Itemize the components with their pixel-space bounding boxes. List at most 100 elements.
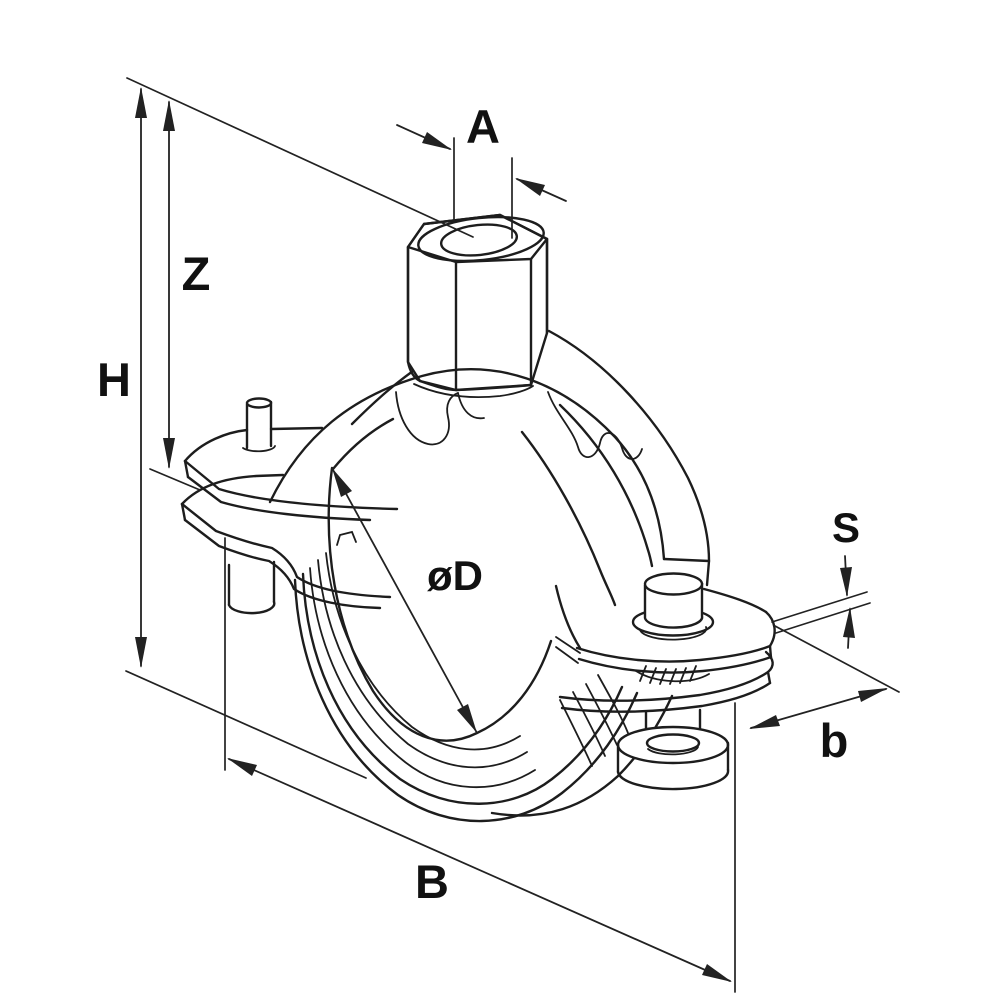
lower-plate-front-edge (180, 502, 392, 599)
top-extension-line (126, 77, 474, 238)
b-arrow-left (749, 715, 780, 729)
overall-width-arrow-right (702, 964, 732, 982)
dim-label-A: A (466, 100, 500, 153)
a-arrow-right (515, 178, 545, 196)
clamp-body (180, 213, 776, 823)
lower-band-inner-edge (301, 572, 624, 805)
dim-overall-width: B (227, 758, 732, 982)
bolt-head-top (643, 572, 704, 596)
z-arrow-top (163, 100, 175, 131)
bottom-extension-line (125, 670, 367, 779)
dim-band-width: b (749, 688, 888, 767)
rubber-saddle-profile (336, 391, 643, 546)
right-lower-plate-front-edge (558, 670, 770, 702)
lower-plate-rear-edge (180, 473, 285, 506)
lower-band-rear-outer-edge (490, 694, 674, 817)
d-arrow-bottom (457, 704, 477, 733)
dim-pipe-diameter: øD (331, 467, 483, 734)
right-upper-plate-front-edge (575, 644, 772, 663)
upper-band-inner-edge-left (331, 417, 395, 471)
rubber-wave-right (547, 391, 643, 460)
serration-curve (635, 670, 710, 683)
wrap-rib-4 (597, 674, 629, 734)
bore-front-rim (327, 466, 553, 742)
h-arrow-bottom (135, 637, 147, 668)
wrap-rib-3 (585, 683, 618, 746)
right-flange (555, 572, 776, 791)
screw-stub-top (245, 397, 273, 409)
washer-bore (645, 733, 701, 753)
upper-rubber-edge-right (520, 430, 617, 607)
s-lower-extension-line (775, 602, 871, 634)
upper-band-inner-edge-right (558, 403, 654, 568)
screw-head-bottom (227, 600, 276, 615)
right-lower-plate-bottom-edge (560, 681, 772, 713)
right-plate-left-edge (555, 636, 581, 664)
saddle-plate-edge (413, 383, 534, 398)
z-bottom-extension-line (149, 468, 201, 491)
upper-band-rear-edges (350, 329, 711, 563)
rubber-rib-2 (317, 559, 528, 769)
dim-label-Z: Z (182, 247, 211, 300)
hex-boss-body (406, 213, 549, 392)
right-upper-plate-bottom-edge (577, 655, 773, 674)
screw-stub-collar (242, 445, 276, 453)
right-lower-plate-tip (764, 650, 774, 685)
lower-band (293, 466, 674, 823)
hex-boss-edge-left (406, 245, 422, 383)
upper-plate-tip-edge (183, 459, 190, 479)
width-b-extension-line (774, 625, 900, 693)
dim-total-height: H (97, 87, 147, 668)
rubber-wave-left2 (457, 392, 485, 420)
dim-material-thickness: S (832, 504, 860, 649)
upper-plate-front-edge (183, 459, 399, 511)
washer-bore-depth (647, 746, 699, 756)
hex-boss-bottom-edge (418, 379, 533, 392)
rubber-rib-1 (309, 567, 536, 789)
upper-plate-rear-edge (183, 426, 324, 463)
hex-boss (406, 213, 549, 398)
rubber-tab (336, 530, 357, 546)
upper-band-rear-edge-left (350, 369, 415, 426)
s-upper-extension-line (771, 591, 868, 623)
hex-boss-chamfer-circle (417, 215, 545, 263)
d-arrow-top (332, 468, 352, 497)
washer-top (616, 725, 730, 765)
s-arrow-down (840, 567, 852, 597)
wrap-rib-2 (572, 691, 606, 757)
dim-label-S: S (832, 504, 860, 551)
washer-bottom (616, 768, 730, 791)
dim-connector-width: A (396, 100, 567, 202)
dim-label-b: b (820, 714, 849, 767)
dim-label-H: H (97, 353, 131, 406)
lower-plate-tip-edge (180, 502, 187, 522)
d-dimension-line (331, 467, 478, 734)
dim-label-oD: øD (427, 552, 483, 599)
bolt-head-flange-inner (639, 626, 708, 641)
upper-band-front-outer-edge (268, 368, 666, 561)
upper-band-front (268, 368, 711, 650)
h-arrow-top (135, 87, 147, 118)
b-arrow-right (858, 688, 888, 702)
right-upper-plate-rear-edge (702, 587, 768, 614)
dimension-annotations: H Z A øD S (97, 77, 900, 993)
upper-band-rear-edge-right (547, 329, 711, 563)
serration-ticks (639, 665, 697, 685)
left-flange (180, 397, 399, 615)
dim-clearance-height: Z (163, 100, 210, 469)
lower-band-front-outer-edge (293, 578, 639, 823)
overall-width-arrow-left (227, 758, 257, 776)
upper-band-end-front-edge (554, 584, 582, 650)
upper-plate-bottom-edge (186, 475, 372, 522)
extension-lines (125, 77, 900, 993)
upper-band-end-edge (662, 557, 711, 587)
overall-width-dimension-line (228, 758, 731, 982)
hex-boss-bore (439, 223, 519, 257)
rubber-wave-left (395, 391, 459, 446)
s-arrow-up (843, 607, 855, 638)
right-upper-plate-tip (764, 610, 776, 660)
dim-label-B: B (415, 855, 449, 908)
rubber-rib-3 (325, 552, 521, 751)
